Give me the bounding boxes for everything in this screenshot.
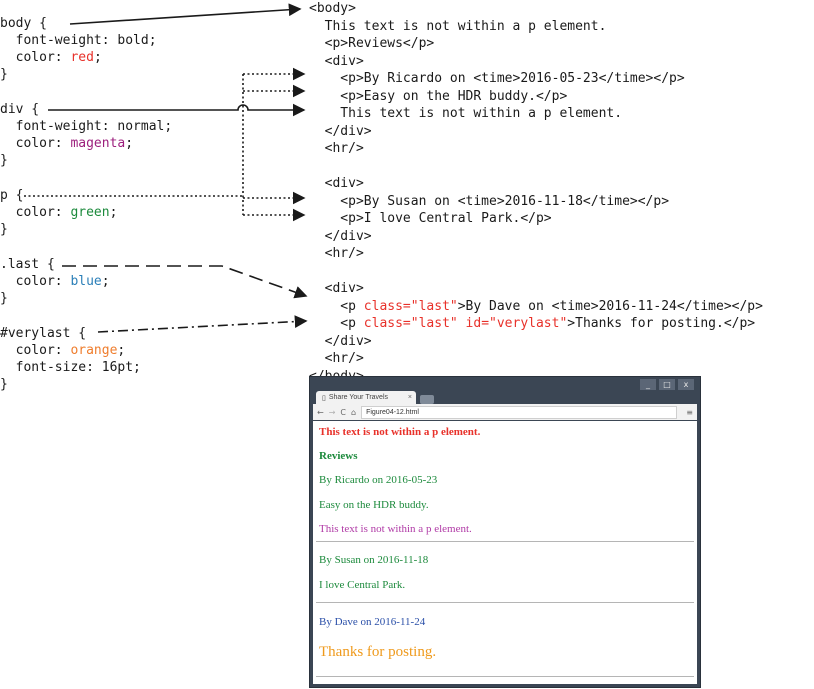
tab-title: Share Your Travels <box>328 394 389 401</box>
arrow-verylast <box>97 315 308 333</box>
rendered-page: This text is not within a p element. Rev… <box>313 421 697 684</box>
arrow-body <box>69 3 302 25</box>
html-code-line: <hr/> <box>309 141 364 156</box>
html-code-line: <p>By Ricardo on <time>2016-05-23</time>… <box>309 71 685 86</box>
arrow-div <box>48 103 306 117</box>
css-body-selector: body { <box>0 16 47 31</box>
css-body-close: } <box>0 67 8 82</box>
address-bar[interactable]: Figure04-12.html <box>361 405 678 419</box>
html-code-line: This text is not within a p element. <box>309 18 607 34</box>
reload-icon[interactable]: C <box>340 407 346 417</box>
html-code-line: <p class="last">By Dave on <time>2016-11… <box>309 298 763 314</box>
css-p-color: color: green; <box>0 205 118 220</box>
html-code-line: <hr/> <box>309 351 364 366</box>
rendered-ricardo: By Ricardo on 2016-05-23 <box>319 474 438 486</box>
html-code-line: </div> <box>309 123 372 139</box>
rendered-easy: Easy on the HDR buddy. <box>319 499 429 511</box>
home-icon[interactable]: ⌂ <box>351 407 357 417</box>
css-div-font-weight: font-weight: normal; <box>0 119 173 134</box>
browser-window: _ □ x ▯ Share Your Travels × ← → C ⌂ Fig… <box>309 376 701 688</box>
html-code-line: <body> <box>309 1 356 16</box>
html-code-line: <p>I love Central Park.</p> <box>309 211 552 226</box>
html-code-line: <p class="last" id="verylast">Thanks for… <box>309 316 756 331</box>
rendered-central: I love Central Park. <box>319 579 406 591</box>
rendered-reviews: Reviews <box>319 450 358 462</box>
css-verylast-selector: #verylast { <box>0 326 87 341</box>
rendered-thanks: Thanks for posting. <box>319 644 437 660</box>
maximize-button[interactable]: □ <box>659 379 675 390</box>
css-div-color: color: magenta; <box>0 136 134 151</box>
html-code-line: </div> <box>309 333 372 349</box>
css-verylast-close: } <box>0 377 8 392</box>
rendered-hr-2 <box>316 602 694 603</box>
css-body-color: color: red; <box>0 50 102 65</box>
css-p-selector: p { <box>0 188 24 203</box>
browser-tab[interactable]: ▯ Share Your Travels × <box>316 391 416 404</box>
rendered-susan: By Susan on 2016-11-18 <box>319 554 429 566</box>
back-arrow-icon[interactable]: ← <box>317 407 324 417</box>
browser-toolbar: ← → C ⌂ Figure04-12.html ≡ <box>313 404 697 420</box>
html-code-line: <hr/> <box>309 246 364 261</box>
html-code-line: <p>By Susan on <time>2016-11-18</time></… <box>309 193 670 209</box>
minimize-button[interactable]: _ <box>640 379 656 390</box>
tab-close-icon[interactable]: × <box>407 394 412 401</box>
forward-arrow-icon[interactable]: → <box>328 407 336 417</box>
window-controls: _ □ x <box>640 379 694 390</box>
html-code-line: <p>Easy on the HDR buddy.</p> <box>309 88 568 104</box>
css-last-color: color: blue; <box>0 274 110 289</box>
html-code-line: </div> <box>309 228 372 244</box>
html-code-line: <div> <box>309 281 364 296</box>
page-icon: ▯ <box>322 394 326 402</box>
rendered-hr-1 <box>316 541 694 542</box>
new-tab-button[interactable] <box>420 395 434 404</box>
css-last-close: } <box>0 291 8 306</box>
html-code-line: <div> <box>309 176 364 191</box>
close-window-button[interactable]: x <box>678 379 694 390</box>
rendered-hr-3 <box>316 676 694 677</box>
menu-icon[interactable]: ≡ <box>686 407 693 417</box>
html-code-line: <p>Reviews</p> <box>309 36 435 51</box>
css-verylast-color: color: orange; <box>0 343 126 358</box>
html-code-line: <div> <box>309 53 364 69</box>
rendered-div-text: This text is not within a p element. <box>319 523 472 535</box>
css-last-selector: .last { <box>0 257 55 272</box>
rendered-body-text: This text is not within a p element. <box>319 426 481 438</box>
css-verylast-font-size: font-size: 16pt; <box>0 360 141 375</box>
rendered-dave: By Dave on 2016-11-24 <box>319 616 426 628</box>
html-code-line: This text is not within a p element. <box>309 106 623 121</box>
css-body-font-weight: font-weight: bold; <box>0 33 157 48</box>
css-div-selector: div { <box>0 102 40 117</box>
css-div-close: } <box>0 153 8 168</box>
css-p-close: } <box>0 222 8 237</box>
